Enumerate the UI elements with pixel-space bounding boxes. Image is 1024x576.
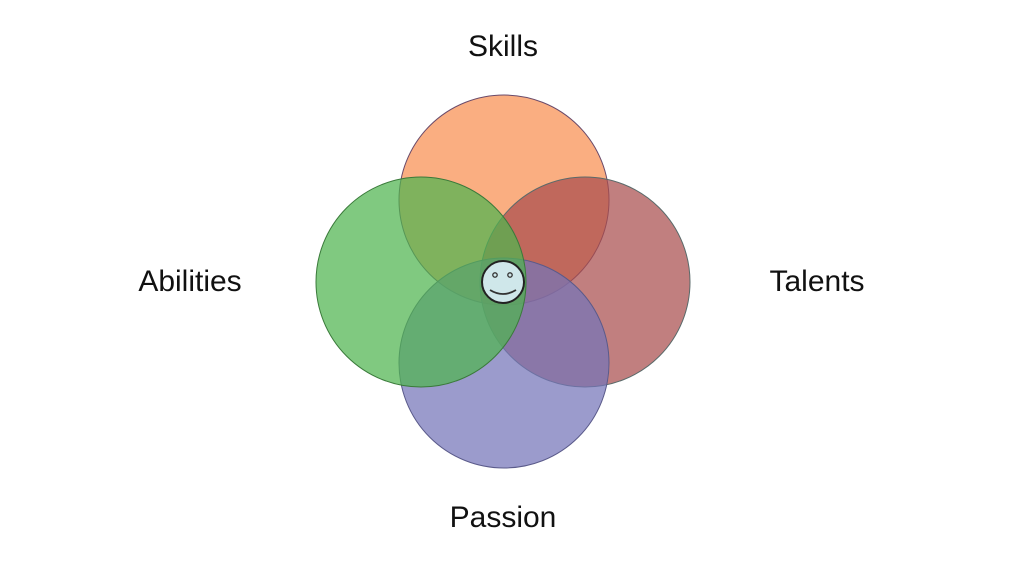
label-passion: Passion xyxy=(449,501,557,534)
label-abilities: Abilities xyxy=(138,265,242,298)
label-talents: Talents xyxy=(769,265,865,298)
abilities-circle xyxy=(315,176,527,388)
smiley-face-icon xyxy=(481,260,525,304)
label-skills: Skills xyxy=(467,30,539,63)
